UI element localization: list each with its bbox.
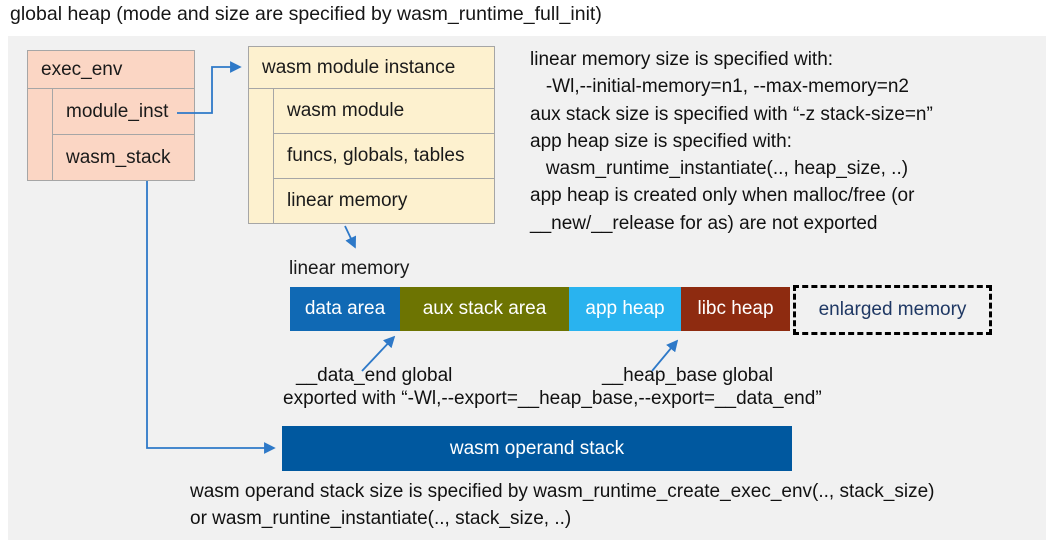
- instance-row-wasm-module: wasm module: [273, 89, 494, 134]
- note-line: app heap size is specified with:: [530, 130, 792, 152]
- exported-with-label: exported with “-Wl,--export=__heap_base,…: [283, 388, 822, 409]
- segment-enlarged-memory: enlarged memory: [793, 285, 992, 335]
- exec-env-header: exec_env: [28, 51, 194, 89]
- wasm-operand-stack-bar: wasm operand stack: [282, 426, 792, 471]
- diagram-title: global heap (mode and size are specified…: [10, 3, 602, 25]
- segment-app-heap: app heap: [569, 287, 681, 331]
- note-line: or wasm_runtine_instantiate(.., stack_si…: [190, 508, 572, 530]
- note-line: wasm_runtime_instantiate(.., heap_size, …: [530, 158, 909, 180]
- note-line: app heap is created only when malloc/fre…: [530, 185, 915, 207]
- segment-aux-stack-area: aux stack area: [400, 287, 569, 331]
- notes-bottom: wasm operand stack size is specified by …: [190, 478, 935, 533]
- note-line: aux stack size is specified with “-z sta…: [530, 103, 933, 125]
- wasm-module-instance-header: wasm module instance: [249, 47, 494, 89]
- instance-row-funcs-globals-tables: funcs, globals, tables: [273, 134, 494, 179]
- note-line: wasm operand stack size is specified by …: [190, 481, 935, 502]
- exec-env-row-module-inst: module_inst: [52, 89, 194, 135]
- wasm-module-instance-box: wasm module instance wasm module funcs, …: [248, 46, 495, 224]
- exec-env-row-wasm-stack: wasm_stack: [52, 135, 194, 180]
- wasm-module-instance-rows: wasm module funcs, globals, tables linea…: [273, 89, 494, 223]
- segment-libc-heap: libc heap: [681, 287, 790, 331]
- exec-env-box: exec_env module_inst wasm_stack: [27, 50, 195, 181]
- instance-row-linear-memory: linear memory: [273, 179, 494, 223]
- linear-memory-label: linear memory: [289, 258, 410, 279]
- heap-base-global-label: __heap_base global: [602, 365, 774, 386]
- data-end-global-label: __data_end global: [296, 365, 453, 386]
- note-line: -Wl,--initial-memory=n1, --max-memory=n2: [530, 76, 909, 98]
- exec-env-rows: module_inst wasm_stack: [52, 89, 194, 180]
- segment-data-area: data area: [290, 287, 400, 331]
- note-line: linear memory size is specified with:: [530, 49, 834, 70]
- notes-right: linear memory size is specified with: -W…: [530, 46, 933, 237]
- note-line: __new/__release for as) are not exported: [530, 212, 878, 234]
